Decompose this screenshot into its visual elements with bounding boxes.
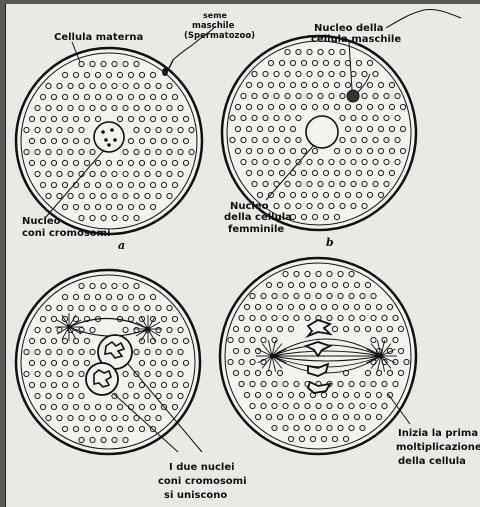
panel-d: Inizia la prima moltiplicazione della ce… [220,258,480,467]
sperm-head [162,68,168,76]
sperm-tail [386,9,461,28]
label-female-nucleus-3: femminile [228,224,284,235]
chromosome-dot [104,138,108,142]
label-seed-1: seme [203,11,228,20]
nucleus-lower [86,363,118,395]
label-female-nucleus-2: della cellula [224,212,292,223]
chromosome-dot [107,143,111,147]
panel-c: I due nuclei coni cromosomi si uniscono [16,270,247,501]
female-nucleus [306,116,338,148]
male-nucleus [347,90,359,102]
label-nucleus-2: coni cromosomi [22,228,111,239]
fertilization-diagram: Cellula materna seme maschile (Spermatoz… [6,4,480,507]
label-seed-3: (Spermatozoo) [184,31,255,41]
chromosome-dot [113,138,117,142]
panel-letter-b: b [326,236,334,249]
label-seed-2: maschile [192,21,235,31]
female-nucleus [94,122,124,152]
illustration-page: Cellula materna seme maschile (Spermatoz… [5,4,480,507]
chromosome-dot [110,128,114,132]
label-male-nucleus-1: Nucleo della [314,23,384,34]
chromosome-dot [101,130,105,134]
label-division-2: moltiplicazione [396,442,480,453]
label-nucleus-1: Nucleo [22,216,61,227]
label-nuclei-3: si uniscono [164,490,227,501]
panel-letter-a: a [118,239,125,252]
label-mother-cell: Cellula materna [54,32,143,43]
label-female-nucleus-1: Nucleo [230,201,269,212]
label-division-1: Inizia la prima [398,428,478,439]
label-nuclei-2: coni cromosomi [158,476,247,487]
panel-a: Cellula materna seme maschile (Spermatoz… [16,11,255,252]
label-male-nucleus-2: cellula maschile [311,34,401,45]
label-division-3: della cellula [398,456,466,467]
label-nuclei-1: I due nuclei [169,462,235,473]
panel-b: Nucleo della cellula maschile Nucleo del… [222,9,461,249]
